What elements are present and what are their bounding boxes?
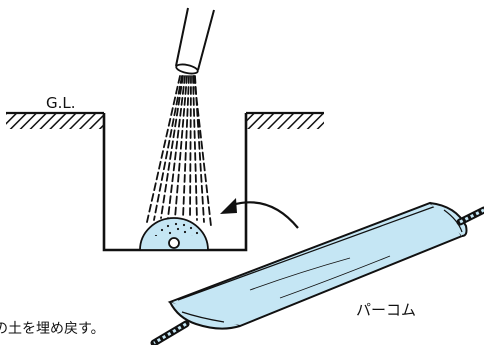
inner-pipe bbox=[150, 206, 484, 345]
hose bbox=[175, 7, 215, 75]
product-label: パーコム bbox=[356, 301, 416, 319]
ground-left bbox=[6, 111, 104, 129]
water-spray bbox=[146, 75, 212, 227]
placement-arrow bbox=[220, 198, 299, 229]
pipe-bundle-cross-section bbox=[139, 217, 209, 251]
percom-tube bbox=[167, 201, 468, 330]
ground-right bbox=[246, 111, 324, 129]
caption-fragment: の土を埋め戻す。 bbox=[0, 321, 105, 337]
ground-level-label: G.L. bbox=[46, 94, 76, 112]
